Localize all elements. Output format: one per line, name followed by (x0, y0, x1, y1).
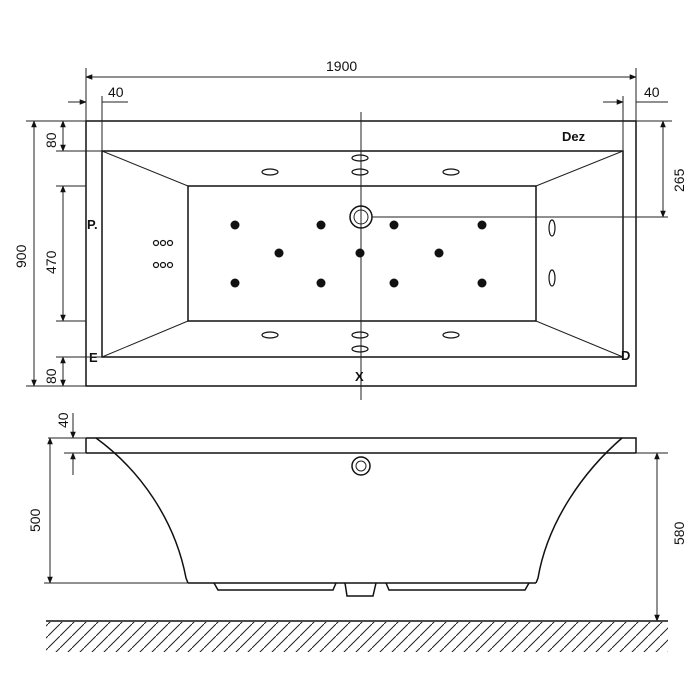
tub-floor-top (187, 185, 537, 322)
marker-p: P. (87, 217, 98, 232)
slope-line (535, 320, 624, 358)
marker-d: D (621, 348, 630, 363)
dimension-1900: 1900 (326, 58, 357, 74)
floor-jet (355, 248, 365, 258)
floor-jet (316, 220, 326, 230)
floor-hatch (46, 622, 668, 652)
jet (152, 239, 160, 247)
dimension-40-left: 40 (108, 84, 124, 100)
dimension-500: 500 (27, 508, 43, 532)
tub-rim-side (86, 437, 637, 453)
tub-body-left (95, 437, 189, 584)
jet (351, 168, 369, 176)
jet (442, 168, 460, 176)
overflow-inner (355, 460, 367, 472)
dimension-900: 900 (13, 244, 29, 268)
dimension-40-rim: 40 (55, 412, 71, 428)
slope-line (101, 320, 189, 358)
jet (152, 261, 160, 269)
drain-inner (353, 209, 369, 225)
jet (351, 345, 369, 353)
jet (166, 239, 174, 247)
floor-jets (230, 220, 487, 288)
jet (442, 331, 460, 339)
floor-jet (230, 278, 240, 288)
marker-dez: Dez (562, 129, 586, 144)
dimension-80-bottom: 80 (43, 368, 59, 384)
dimension-470: 470 (43, 250, 59, 274)
tub-underside (213, 582, 530, 597)
tub-body-right (535, 437, 623, 584)
slope-line (535, 150, 624, 187)
jet (261, 168, 279, 176)
floor-jet (477, 278, 487, 288)
floor-jet (274, 248, 284, 258)
jet (548, 269, 556, 287)
side-jets (152, 154, 556, 353)
floor-jet (477, 220, 487, 230)
floor-jet (230, 220, 240, 230)
floor-jet (389, 278, 399, 288)
dimension-580: 580 (671, 521, 687, 545)
jet (159, 261, 167, 269)
side-view: 40 500 580 (27, 412, 687, 652)
overflow-outer (351, 456, 371, 476)
top-view: Dez P. E D X 1900 40 40 900 80 470 (13, 58, 687, 400)
jet (548, 219, 556, 237)
floor-jet (434, 248, 444, 258)
jet (166, 261, 174, 269)
floor-jet (316, 278, 326, 288)
dimension-40-right: 40 (644, 84, 660, 100)
jet (351, 154, 369, 162)
dimension-80-top: 80 (43, 132, 59, 148)
jet (159, 239, 167, 247)
jet (351, 331, 369, 339)
floor-jet (389, 220, 399, 230)
slope-line (101, 150, 189, 187)
jet (261, 331, 279, 339)
marker-x: X (355, 369, 364, 384)
dimension-265: 265 (671, 168, 687, 192)
